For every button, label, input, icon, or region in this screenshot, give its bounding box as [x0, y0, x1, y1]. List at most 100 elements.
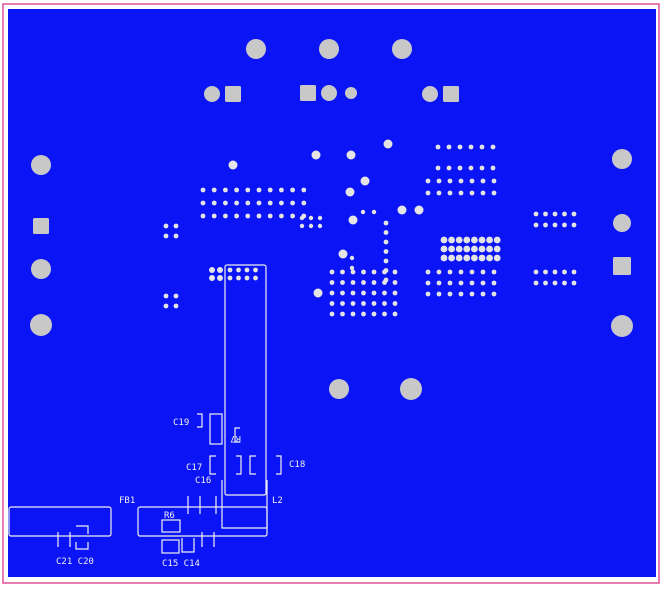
via	[480, 190, 486, 196]
via	[479, 144, 485, 150]
via	[253, 275, 258, 281]
via	[562, 211, 567, 217]
square-pad	[225, 86, 241, 102]
via	[173, 233, 179, 239]
via	[223, 187, 228, 193]
via	[425, 269, 431, 275]
via	[468, 165, 474, 171]
via	[448, 254, 455, 262]
via	[436, 269, 442, 275]
via	[480, 178, 486, 184]
via	[447, 178, 453, 184]
via	[571, 280, 577, 286]
via	[267, 213, 273, 219]
via	[234, 213, 240, 219]
via	[382, 301, 387, 306]
via	[361, 269, 366, 275]
via	[329, 311, 335, 317]
via	[440, 254, 448, 262]
silkscreen-outlines	[8, 264, 282, 554]
via	[425, 280, 431, 286]
via	[458, 291, 464, 297]
via	[448, 245, 455, 253]
via	[223, 213, 228, 219]
r7-body-outline	[209, 413, 223, 445]
c14-outline	[161, 539, 180, 554]
square-pad	[300, 85, 316, 101]
via	[469, 291, 475, 297]
via	[448, 236, 455, 244]
round-pad	[613, 214, 631, 232]
round-pad	[321, 85, 337, 101]
via	[436, 190, 442, 196]
via	[425, 291, 431, 297]
via	[552, 211, 558, 217]
square-pad	[613, 257, 631, 275]
via	[543, 280, 548, 286]
via	[345, 187, 355, 197]
via	[163, 233, 169, 239]
via	[256, 187, 262, 193]
via	[463, 245, 471, 253]
via	[340, 301, 345, 306]
round-pad	[345, 87, 357, 99]
round-pad	[30, 314, 52, 336]
via	[469, 280, 475, 286]
via	[562, 269, 567, 275]
via	[340, 311, 345, 317]
via	[299, 223, 305, 229]
via	[244, 267, 250, 273]
r6-outline	[161, 519, 181, 533]
via	[543, 222, 548, 228]
via	[329, 280, 335, 285]
via	[533, 269, 539, 275]
via	[371, 311, 377, 317]
l2-outline	[224, 264, 267, 496]
via	[211, 200, 217, 206]
c15-outline	[181, 538, 195, 553]
pads-group	[30, 39, 633, 400]
via	[440, 245, 448, 253]
via	[173, 293, 179, 299]
round-pad	[204, 86, 220, 102]
via	[480, 269, 486, 275]
via	[308, 223, 314, 229]
via	[458, 280, 464, 286]
via	[458, 269, 464, 275]
via	[562, 280, 567, 286]
via	[209, 275, 215, 281]
via	[436, 291, 442, 297]
label-fb1: FB1	[119, 496, 135, 506]
via	[234, 187, 240, 193]
via	[234, 200, 240, 206]
via	[361, 311, 366, 317]
via	[200, 213, 206, 219]
mounting-pad	[319, 39, 339, 59]
via	[493, 236, 501, 244]
round-pad	[329, 379, 349, 399]
via	[469, 178, 475, 184]
via	[173, 303, 179, 309]
via	[383, 258, 389, 264]
via	[471, 245, 478, 253]
via	[447, 269, 453, 275]
via	[173, 223, 179, 229]
via	[425, 178, 431, 184]
via	[163, 303, 169, 309]
via	[217, 267, 223, 273]
via	[313, 288, 323, 298]
via	[329, 301, 335, 306]
via	[478, 245, 486, 253]
via	[440, 236, 448, 244]
via	[290, 187, 295, 193]
via	[350, 311, 356, 317]
via	[163, 293, 169, 299]
via	[435, 144, 441, 150]
via	[493, 245, 501, 253]
via	[455, 236, 463, 244]
via	[317, 215, 323, 221]
via	[383, 249, 389, 254]
via	[346, 150, 356, 160]
c18-outline-left	[249, 455, 256, 475]
via	[471, 236, 478, 244]
